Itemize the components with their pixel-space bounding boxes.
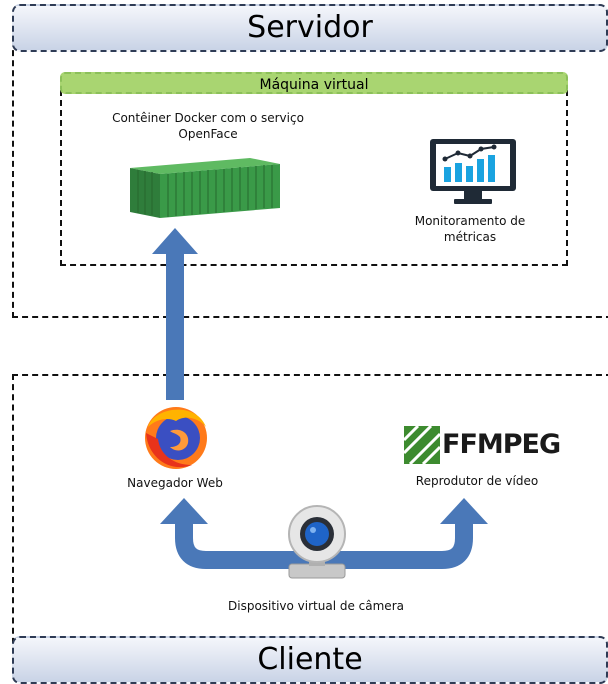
webcam-icon <box>288 505 346 579</box>
client-title: Cliente <box>257 642 363 677</box>
camera-label: Dispositivo virtual de câmera <box>228 599 404 613</box>
ffmpeg-label: Reprodutor de vídeo <box>415 474 539 488</box>
firefox-icon <box>145 407 207 469</box>
server-banner: Servidor <box>12 4 608 52</box>
metrics-label: Monitoramento de métricas <box>414 214 526 244</box>
upload-arrow <box>152 228 198 400</box>
browser-label: Navegador Web <box>127 476 223 490</box>
docker-label: Contêiner Docker com o serviço OpenFace <box>112 111 304 141</box>
server-title: Servidor <box>247 10 373 45</box>
ffmpeg-logo-icon <box>404 426 440 464</box>
vm-title: Máquina virtual <box>259 77 369 93</box>
monitor-icon <box>430 139 516 204</box>
client-banner: Cliente <box>12 636 608 684</box>
container-icon <box>130 158 280 218</box>
ffmpeg-logo-text: FFMPEG <box>442 429 561 460</box>
vm-banner: Máquina virtual <box>60 72 568 94</box>
